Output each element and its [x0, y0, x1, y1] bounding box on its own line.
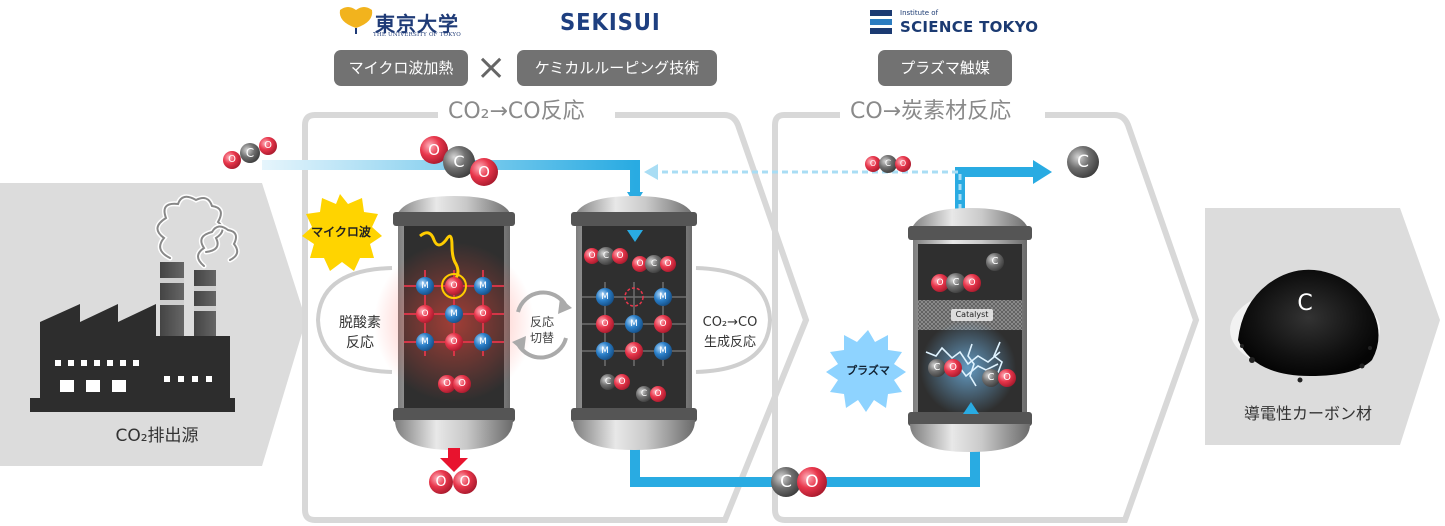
sekisui-logo: SEKISUI — [560, 10, 661, 36]
catalyst-label: Catalyst — [955, 310, 989, 319]
atom-symbol: O — [636, 259, 644, 269]
atom-symbol: M — [601, 292, 609, 302]
atom-symbol: O — [630, 346, 638, 356]
atom-symbol: C — [602, 251, 610, 261]
switch-label-line2: 切替 — [529, 331, 554, 345]
switch-label-line1: 反応 — [529, 315, 554, 329]
deoxygenation-label-line1: 脱酸素 — [339, 315, 381, 331]
co-generation-label-line1: CO₂→CO — [702, 315, 758, 330]
atom-symbol: O — [228, 154, 236, 165]
microwave-burst-label: マイクロ波 — [311, 225, 371, 239]
atom-symbol: M — [601, 346, 609, 356]
atom-symbol: O — [949, 362, 957, 373]
atom-symbol: C — [933, 362, 941, 373]
co2-flow-line — [262, 160, 640, 195]
plasma-burst — [826, 330, 906, 412]
atom-symbol: O — [618, 377, 626, 387]
atom-symbol: O — [805, 472, 819, 492]
recycle-line — [655, 170, 962, 210]
atom-symbol: C — [245, 146, 255, 160]
atom-symbol: M — [479, 281, 487, 291]
atom-symbol: O — [428, 141, 440, 159]
atom-symbol: O — [1003, 372, 1011, 383]
atom-symbol: M — [421, 337, 429, 347]
atom-symbol: C — [991, 256, 999, 267]
science-tokyo-name: SCIENCE TOKYO — [900, 18, 1039, 36]
atom-symbol: M — [450, 309, 458, 319]
atom-symbol: C — [640, 389, 648, 399]
chemical-looping-chip: ケミカルルーピング技術 — [517, 50, 717, 86]
atom-symbol: M — [421, 281, 429, 291]
co-generation-label-line2: 生成反応 — [703, 335, 756, 350]
atom-symbol: O — [588, 251, 596, 261]
stage1-frame — [302, 112, 810, 523]
atom-symbol: O — [664, 259, 672, 269]
microwave-heating-chip: マイクロ波加熱 — [334, 50, 468, 86]
atom-symbol: O — [435, 474, 447, 490]
atom-symbol: O — [421, 309, 429, 319]
atom-symbol: O — [936, 278, 944, 288]
utokyo-logo: 東京大学 THE UNIVERSITY OF TOKYO — [337, 6, 467, 42]
atom-symbol: M — [479, 337, 487, 347]
atom-symbol: O — [659, 319, 667, 329]
carbon-out-line — [955, 167, 1035, 210]
stage2-frame — [772, 112, 1200, 523]
atom-symbol: O — [458, 378, 466, 389]
atom-symbol: C — [952, 277, 960, 288]
atom-symbol: O — [443, 378, 451, 389]
atom-symbol: O — [968, 278, 976, 288]
science-tokyo-logo: Institute of SCIENCE TOKYO — [870, 8, 1038, 44]
atom-symbol: O — [264, 140, 272, 151]
atom-symbol: C — [780, 472, 792, 492]
source-label: CO₂排出源 — [115, 426, 199, 446]
atom-symbol: M — [630, 319, 638, 329]
atom-symbol: C — [884, 159, 892, 169]
utokyo-name: 東京大学 — [375, 12, 459, 36]
atom-symbol: M — [659, 346, 667, 356]
utokyo-subtitle: THE UNIVERSITY OF TOKYO — [373, 32, 461, 38]
atom-symbol: O — [601, 319, 609, 329]
product-label: 導電性カーボン材 — [1243, 404, 1372, 423]
atom-symbol: C — [1077, 152, 1089, 172]
atom-symbol: O — [616, 251, 624, 261]
atom-symbol: O — [450, 337, 458, 347]
atom-symbol: C — [453, 152, 465, 171]
microwave-burst — [302, 194, 382, 271]
stage2-title: CO→炭素材反応 — [840, 98, 1022, 126]
atom-symbol: C — [604, 377, 612, 387]
atom-symbol: O — [654, 389, 662, 399]
atom-symbol: O — [459, 474, 471, 490]
atom-symbol: O — [478, 163, 490, 181]
atom-symbol: C — [987, 372, 995, 383]
science-tokyo-small: Institute of — [900, 9, 939, 17]
plasma-catalysis-chip: プラズマ触媒 — [878, 50, 1012, 86]
stage1-title: CO₂→CO反応 — [438, 98, 595, 126]
atom-symbol: O — [450, 281, 458, 291]
times-symbol: × — [476, 47, 507, 88]
atom-symbol: O — [479, 309, 487, 319]
right-arc — [695, 266, 773, 374]
atom-symbol: O — [869, 159, 877, 168]
plasma-burst-label: プラズマ — [846, 364, 890, 377]
product-carbon-symbol: C — [1297, 291, 1313, 316]
atom-symbol: O — [899, 159, 907, 168]
atom-symbol: C — [650, 259, 658, 269]
reactor-3 — [908, 208, 1032, 452]
atom-symbol: M — [659, 292, 667, 302]
left-arc — [315, 266, 393, 374]
factory-icon — [30, 194, 240, 412]
carbon-powder — [1238, 269, 1379, 376]
deoxygenation-label-line2: 反応 — [346, 335, 374, 351]
